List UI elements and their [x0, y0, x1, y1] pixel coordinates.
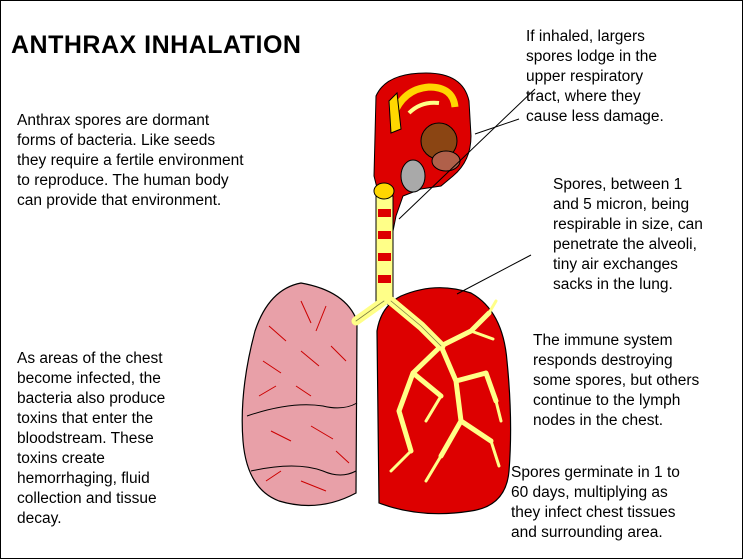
trachea [374, 183, 394, 304]
left-lung [242, 283, 357, 506]
right-lung [377, 288, 511, 514]
gray-tissue [401, 160, 425, 192]
